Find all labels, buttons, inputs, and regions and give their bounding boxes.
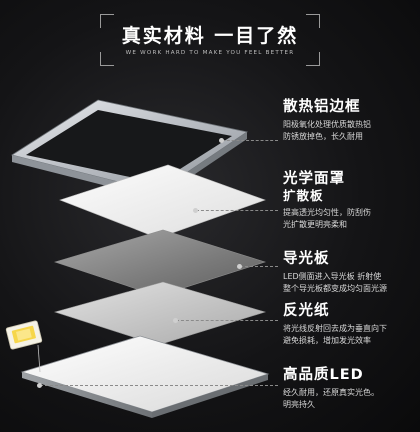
- reflector-layer: [53, 281, 267, 346]
- leader-line: [176, 320, 278, 321]
- label-heading: 高品质LED: [283, 367, 364, 383]
- label-light-guide: 导光板 LED侧面进入导光板 折射使 整个导光板都变成均匀面光源: [283, 250, 417, 294]
- diffuser-layer: [59, 164, 266, 239]
- label-reflector: 反光纸 将光线反射回去成为垂直向下 避免损耗，增加发光效率: [283, 302, 417, 346]
- description-line: 明亮持久: [283, 399, 315, 409]
- corner-bracket: [306, 14, 320, 28]
- leader-dot: [193, 208, 198, 213]
- description-line: 阳极氧化处理优质散热铝: [283, 120, 371, 129]
- description-line: 经久耐用，还原真实光色。: [283, 388, 379, 397]
- label-description: 经久耐用，还原真实光色。 明亮持久: [283, 387, 417, 410]
- corner-bracket: [100, 52, 114, 66]
- leader-line: [222, 140, 278, 141]
- corner-bracket: [306, 52, 320, 66]
- leader-line: [196, 210, 278, 211]
- label-description: LED侧面进入导光板 折射使 整个导光板都变成均匀面光源: [283, 271, 417, 294]
- description-line: 整个导光板都变成均匀面光源: [283, 283, 387, 293]
- label-description: 阳极氧化处理优质散热铝 防锈放掉色，长久耐用: [283, 119, 417, 142]
- label-heading: 反光纸: [283, 303, 330, 319]
- description-line: LED侧面进入导光板 折射使: [283, 272, 382, 281]
- label-aluminium-frame: 散热铝边框 阳极氧化处理优质散热铝 防锈放掉色，长久耐用: [283, 98, 417, 142]
- description-line: 将光线反射回去成为垂直向下: [283, 324, 387, 333]
- led-pointer-line: [37, 344, 41, 373]
- label-description: 将光线反射回去成为垂直向下 避免损耗，增加发光效率: [283, 323, 417, 346]
- label-subheading: 扩散板: [283, 188, 324, 203]
- aluminium-frame-layer: [11, 99, 249, 199]
- leader-dot: [237, 264, 242, 269]
- panel-layers-illustration: [5, 99, 270, 418]
- leader-line: [40, 385, 278, 386]
- label-heading: 光学面罩: [283, 171, 345, 187]
- label-led: 高品质LED 经久耐用，还原真实光色。 明亮持久: [283, 366, 417, 410]
- leader-dot: [37, 383, 42, 388]
- leader-dot: [173, 318, 178, 323]
- page-subtitle: WE WORK HARD TO MAKE YOU FEEL BETTER: [125, 50, 295, 56]
- description-line: 避免损耗，增加发光效率: [283, 335, 371, 345]
- description-line: 光扩散更明亮柔和: [283, 219, 347, 229]
- description-line: 防锈放掉色，长久耐用: [283, 131, 363, 141]
- label-heading: 散热铝边框: [283, 99, 361, 115]
- light-guide-layer: [53, 229, 266, 297]
- led-chip-icon: [5, 320, 43, 350]
- header: 真实材料 一目了然 WE WORK HARD TO MAKE YOU FEEL …: [0, 0, 420, 70]
- leader-dot: [219, 138, 224, 143]
- corner-bracket: [100, 14, 114, 28]
- leader-line: [240, 266, 278, 267]
- description-line: 提高透光均匀性，防刮伤: [283, 208, 371, 217]
- label-diffuser: 光学面罩 扩散板 提高透光均匀性，防刮伤 光扩散更明亮柔和: [283, 170, 417, 230]
- label-description: 提高透光均匀性，防刮伤 光扩散更明亮柔和: [283, 207, 417, 230]
- base-panel-layer: [20, 335, 270, 418]
- page-title: 真实材料 一目了然: [121, 25, 299, 47]
- label-heading: 导光板: [283, 251, 330, 267]
